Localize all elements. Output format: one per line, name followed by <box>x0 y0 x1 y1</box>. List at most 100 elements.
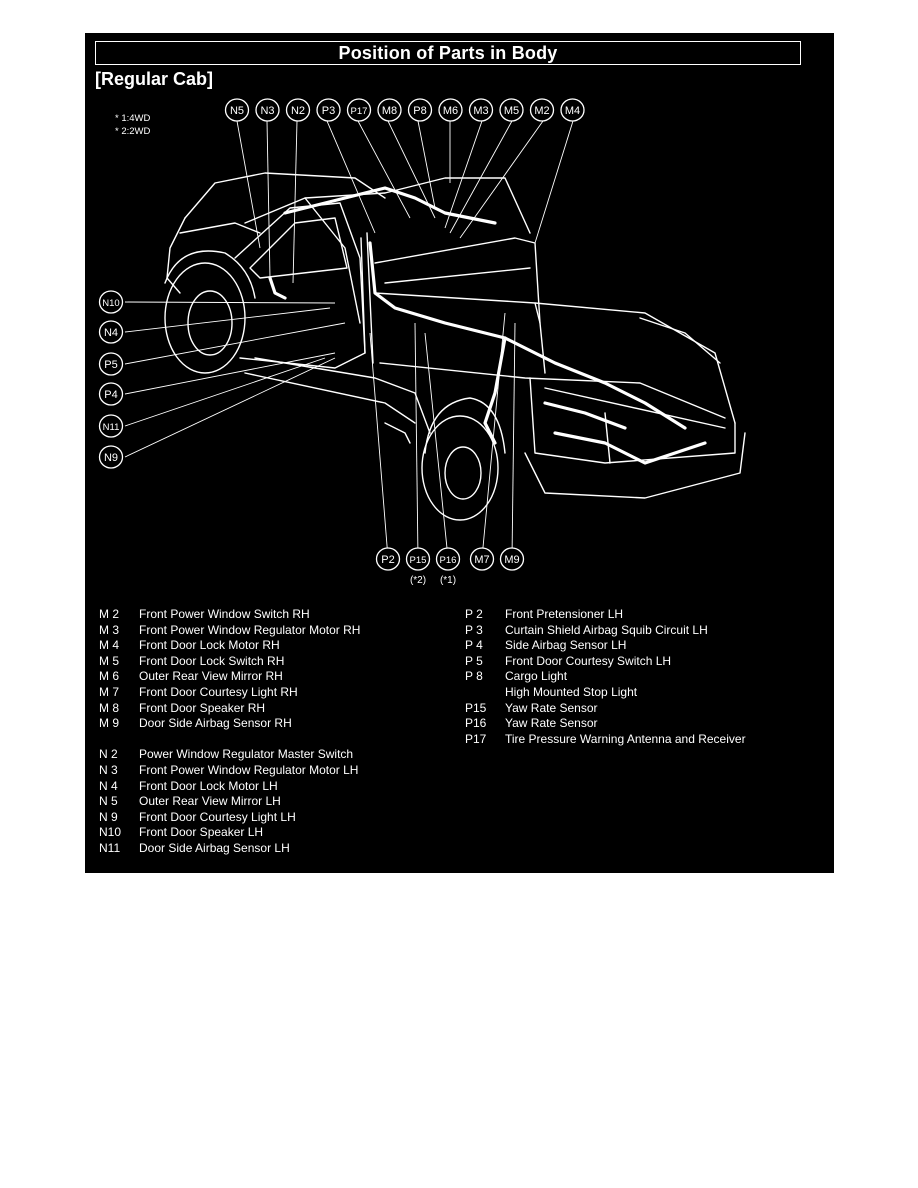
callout-note-p15: (*2) <box>410 575 426 586</box>
page-title: Position of Parts in Body <box>338 42 558 63</box>
legend-row: M 2 Front Power Window Switch RH <box>99 607 360 623</box>
legend-name: Front Power Window Switch RH <box>139 607 310 621</box>
legend-code: P 8 <box>465 669 483 684</box>
truck-illustration <box>164 172 746 521</box>
legend-name: Yaw Rate Sensor <box>505 700 598 715</box>
callout-m9: M9 <box>499 547 525 571</box>
legend-name: Front Door Lock Motor RH <box>139 638 280 653</box>
legend-code: P 4 <box>465 638 483 653</box>
legend-code: P16 <box>465 716 487 731</box>
legend-code: P15 <box>465 700 487 715</box>
callout-label: P5 <box>104 359 117 371</box>
legend-row: P 2 Front Pretensioner LH <box>465 607 746 623</box>
legend-code <box>465 685 505 701</box>
legend-code: N 4 <box>99 778 118 793</box>
legend-code: M 8 <box>99 700 120 715</box>
legend-name: Front Door Courtesy Switch LH <box>505 653 672 668</box>
legend-code: M 4 <box>99 638 120 653</box>
legend-row: N 3 Front Power Window Regulator Motor LH <box>99 763 360 779</box>
callout-n4: N4 <box>98 320 124 344</box>
legend-name: Front Door Courtesy Light LH <box>139 809 296 824</box>
legend-row: P15 Yaw Rate Sensor <box>465 701 746 717</box>
callout-label: P15 <box>410 555 427 566</box>
legend-row: N 9 Front Door Courtesy Light LH <box>99 810 360 826</box>
callout-label: M3 <box>473 105 488 117</box>
callout-label: N10 <box>102 298 119 309</box>
callout-label: M6 <box>443 105 458 117</box>
callout-p3: P3 <box>316 98 341 122</box>
legend-code: M 9 <box>99 716 120 731</box>
legend-row: P 3 Curtain Shield Airbag Squib Circuit L… <box>465 623 746 639</box>
note-2wd: * 2:2WD <box>115 126 151 137</box>
callout-m3: M3 <box>468 98 494 122</box>
callout-label: M9 <box>504 554 519 566</box>
callout-p16: P16 <box>435 547 461 571</box>
legend-name: Door Side Airbag Sensor LH <box>139 840 290 855</box>
legend-code: N 3 <box>99 762 118 777</box>
callout-m2: M2 <box>529 98 555 122</box>
legend-name: Front Door Lock Switch RH <box>139 653 285 668</box>
legend-name: Cargo Light <box>505 669 568 684</box>
legend-name: Front Pretensioner LH <box>505 607 624 621</box>
wiring-harness <box>268 186 707 465</box>
callout-n11: N11 <box>98 414 124 438</box>
legend-name: Curtain Shield Airbag Squib Circuit LH <box>505 622 708 637</box>
callout-label: P16 <box>440 555 457 566</box>
legend-name: Front Door Speaker LH <box>139 825 264 840</box>
legend-code: M 7 <box>99 684 120 699</box>
callout-p2: P2 <box>375 547 401 571</box>
callout-label: M2 <box>534 105 549 117</box>
legend-name: Front Door Speaker RH <box>139 700 266 715</box>
callout-n2: N2 <box>285 98 311 122</box>
callout-label: P17 <box>351 106 368 117</box>
callout-label: P4 <box>104 389 117 401</box>
legend-name: Power Window Regulator Master Switch <box>139 747 354 762</box>
legend-code: M 2 <box>99 607 120 621</box>
legend-name: Front Door Courtesy Light RH <box>139 684 298 699</box>
title-box: Position of Parts in Body <box>95 41 801 65</box>
legend-code: P 2 <box>465 607 483 621</box>
legend-row: P 4 Side Airbag Sensor LH <box>465 638 746 654</box>
callout-p4: P4 <box>98 382 124 406</box>
legend-name: Outer Rear View Mirror LH <box>139 794 281 809</box>
legend-row: M 7 Front Door Courtesy Light RH <box>99 685 360 701</box>
legend-code: N 9 <box>99 809 118 824</box>
legend-name: Side Airbag Sensor LH <box>505 638 627 653</box>
legend-row: M 9 Door Side Airbag Sensor RH <box>99 716 360 732</box>
callout-label: M7 <box>474 554 489 566</box>
legend-name: Door Side Airbag Sensor RH <box>139 716 292 731</box>
legend-code: N11 <box>99 840 121 855</box>
leader-lines <box>124 120 574 559</box>
diagram-panel: Position of Parts in Body [Regular Cab] … <box>85 33 834 873</box>
legend-row: N 4 Front Door Lock Motor LH <box>99 779 360 795</box>
legend-name: Front Door Lock Motor LH <box>139 778 278 793</box>
callout-label: N5 <box>230 105 244 117</box>
callout-note-p16: (*1) <box>440 575 456 586</box>
legend-name: Outer Rear View Mirror RH <box>139 669 283 684</box>
legend-row: N 2 Power Window Regulator Master Switch <box>99 747 360 763</box>
legend-code: P17 <box>465 731 487 746</box>
note-4wd: * 1:4WD <box>115 113 151 124</box>
legend-code: M 6 <box>99 669 120 684</box>
callout-p17: P17 <box>346 98 372 122</box>
legend-right: P 2 Front Pretensioner LH P 3 Curtain Shiel… <box>465 607 746 747</box>
callout-m6: M6 <box>438 98 463 122</box>
legend-code: P 3 <box>465 622 483 637</box>
callout-p5: P5 <box>98 352 124 376</box>
legend-name: Front Power Window Regulator Motor LH <box>139 762 359 777</box>
legend-row: M 8 Front Door Speaker RH <box>99 701 360 717</box>
legend-code: N 2 <box>99 747 118 762</box>
callout-m4: M4 <box>560 98 585 122</box>
callout-label: N3 <box>260 105 274 117</box>
callout-label: N11 <box>103 422 120 433</box>
legend-name: High Mounted Stop Light <box>505 684 638 699</box>
legend-row: M 6 Outer Rear View Mirror RH <box>99 669 360 685</box>
